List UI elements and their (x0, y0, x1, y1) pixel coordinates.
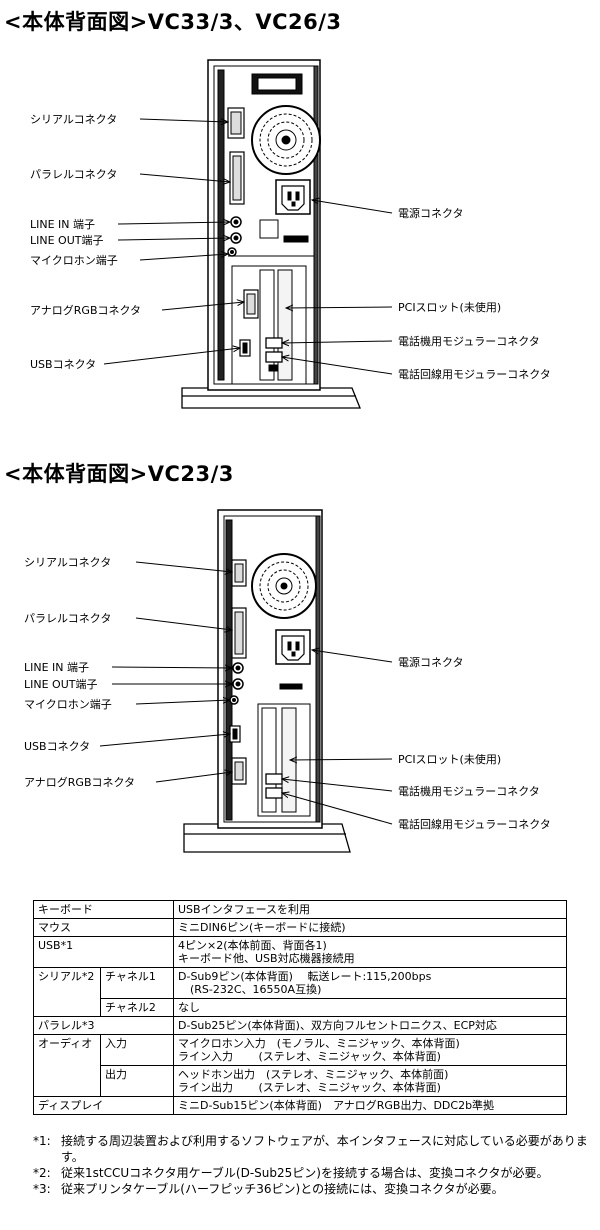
row-value-audio-in: マイクロホン入力 (モノラル、ミニジャック、本体背面) ライン入力 (ステレオ、… (173, 1034, 567, 1066)
leader-lines (99, 561, 393, 825)
table-row: チャネル2 なし (34, 998, 567, 1017)
rgb-port (243, 289, 259, 319)
footnote-text: 従来プリンタケーブル(ハーフピッチ36ピン)との接続には、変換コネクタが必要。 (61, 1182, 504, 1196)
subheader-audio-out: 出力 (100, 1065, 174, 1097)
row-header-serial: シリアル*2 (33, 967, 101, 1017)
pci-slot-area (231, 265, 307, 385)
row-value-channel1: D-Sub9ピン(本体背面) 転送レート:115,200bps (RS-232C… (173, 967, 567, 999)
label-serial: シリアルコネクタ (24, 556, 111, 569)
row-header-mouse: マウス (33, 918, 174, 937)
label-usb: USBコネクタ (24, 740, 90, 753)
subheader-channel2: チャネル2 (100, 998, 174, 1017)
audio-out-line1: ヘッドホン出力 (ステレオ、ミニジャック、本体前面) (178, 1068, 449, 1081)
serial-port (231, 559, 247, 587)
row-header-display: ディスプレイ (33, 1096, 174, 1115)
row-value-audio-out: ヘッドホン出力 (ステレオ、ミニジャック、本体前面) ライン出力 (ステレオ、ミ… (173, 1065, 567, 1097)
row-value-display: ミニD-Sub15ピン(本体背面) アナログRGB出力、DDC2b準拠 (173, 1096, 567, 1115)
footnote-text: 従来1stCCUコネクタ用ケーブル(D-Sub25ピン)を接続する場合は、変換コ… (61, 1166, 549, 1180)
subheader-channel1: チャネル1 (100, 967, 174, 999)
row-value-channel2: なし (173, 998, 567, 1017)
fan-grille (251, 105, 321, 175)
row-header-usb: USB*1 (33, 936, 174, 968)
row-header-audio: オーディオ (33, 1034, 101, 1097)
row-value-usb: 4ピン×2(本体前面、背面各1) キーボード他、USB対応機器接続用 (173, 936, 567, 968)
table-row: ディスプレイ ミニD-Sub15ピン(本体背面) アナログRGB出力、DDC2b… (33, 1096, 567, 1115)
label-line-in: LINE IN 端子 (24, 661, 89, 674)
label-pci: PCIスロット(未使用) (398, 301, 501, 314)
label-power: 電源コネクタ (398, 655, 464, 669)
serial-port (227, 107, 245, 139)
label-parallel: パラレルコネクタ (24, 612, 111, 625)
table-row: USB*1 4ピン×2(本体前面、背面各1) キーボード他、USB対応機器接続用 (33, 936, 567, 968)
audio-jacks (227, 216, 242, 257)
channel1-line1: D-Sub9ピン(本体背面) 転送レート:115,200bps (178, 970, 432, 983)
audio-out-line2: ライン出力 (ステレオ、ミニジャック、本体背面) (178, 1081, 441, 1094)
table-row: オーディオ 入力 マイクロホン入力 (モノラル、ミニジャック、本体背面) ライン… (33, 1034, 567, 1097)
channel1-line2: (RS-232C、16550A互換) (190, 983, 322, 996)
footnote-key: *3: (33, 1182, 51, 1196)
power-connector (275, 629, 311, 690)
footnotes: *1: 接続する周辺装置および利用するソフトウェアが、本インタフェースに対応して… (33, 1133, 593, 1197)
subheader-audio-in: 入力 (100, 1034, 174, 1066)
audio-in-line1: マイクロホン入力 (モノラル、ミニジャック、本体背面) (178, 1037, 460, 1050)
figure1-diagram: シリアルコネクタ パラレルコネクタ LINE IN 端子 LINE OUT端子 … (30, 59, 551, 409)
audio-jacks (229, 662, 244, 705)
footnote: *1: 接続する周辺装置および利用するソフトウェアが、本インタフェースに対応して… (33, 1133, 593, 1165)
interface-spec-table: キーボード USBインタフェースを利用 マウス ミニDIN6ピン(キーボードに接… (33, 900, 567, 1115)
footnote: *2: 従来1stCCUコネクタ用ケーブル(D-Sub25ピン)を接続する場合は… (33, 1165, 593, 1181)
figure1-title: <本体背面図>VC33/3、VC26/3 (4, 10, 342, 34)
usb-value-line2: キーボード他、USB対応機器接続用 (178, 952, 355, 965)
footnote-key: *1: (33, 1134, 51, 1148)
table-row: シリアル*2 チャネル1 D-Sub9ピン(本体背面) 転送レート:115,20… (33, 967, 567, 1017)
label-line: 電話回線用モジュラーコネクタ (398, 367, 551, 381)
label-power: 電源コネクタ (398, 206, 464, 220)
table-row: パラレル*3 D-Sub25ピン(本体背面)、双方向フルセントロニクス、ECP対… (33, 1016, 567, 1035)
label-phone: 電話機用モジュラーコネクタ (398, 784, 540, 798)
figure2-diagram: シリアルコネクタ パラレルコネクタ LINE IN 端子 LINE OUT端子 … (24, 509, 551, 853)
label-usb: USBコネクタ (30, 358, 96, 371)
rgb-port (231, 757, 247, 785)
leader-lines (103, 119, 393, 375)
usb-value-line1: 4ピン×2(本体前面、背面各1) (178, 939, 327, 952)
footnote: *3: 従来プリンタケーブル(ハーフピッチ36ピン)との接続には、変換コネクタが… (33, 1181, 593, 1197)
row-value-keyboard: USBインタフェースを利用 (173, 900, 567, 919)
stand (181, 387, 361, 409)
parallel-port (229, 151, 245, 205)
row-header-parallel: パラレル*3 (33, 1016, 174, 1035)
footnote-text: 接続する周辺装置および利用するソフトウェアが、本インタフェースに対応している必要… (61, 1134, 588, 1164)
label-line-out: LINE OUT端子 (30, 234, 103, 247)
table-row: マウス ミニDIN6ピン(キーボードに接続) (33, 918, 567, 937)
label-mic: マイクロホン端子 (30, 254, 118, 267)
row-value-mouse: ミニDIN6ピン(キーボードに接続) (173, 918, 567, 937)
usb-port (239, 339, 251, 357)
power-connector (259, 179, 311, 243)
label-pci: PCIスロット(未使用) (398, 753, 501, 766)
row-header-keyboard: キーボード (33, 900, 174, 919)
table-row: キーボード USBインタフェースを利用 (33, 900, 567, 919)
parallel-port (231, 607, 247, 659)
label-serial: シリアルコネクタ (30, 113, 117, 126)
row-value-parallel: D-Sub25ピン(本体背面)、双方向フルセントロニクス、ECP対応 (173, 1016, 567, 1035)
audio-in-line2: ライン入力 (ステレオ、ミニジャック、本体背面) (178, 1050, 441, 1063)
label-line: 電話回線用モジュラーコネクタ (398, 817, 551, 831)
label-rgb: アナログRGBコネクタ (30, 303, 141, 317)
label-line-out: LINE OUT端子 (24, 678, 97, 691)
footnote-key: *2: (33, 1166, 51, 1180)
fan-grille (251, 553, 317, 619)
usb-port (229, 725, 241, 743)
label-line-in: LINE IN 端子 (30, 218, 95, 231)
table-row: 出力 ヘッドホン出力 (ステレオ、ミニジャック、本体前面) ライン出力 (ステレ… (34, 1065, 567, 1097)
label-rgb: アナログRGBコネクタ (24, 775, 135, 789)
label-phone: 電話機用モジュラーコネクタ (398, 334, 540, 348)
label-mic: マイクロホン端子 (24, 698, 112, 711)
figure2-title: <本体背面図>VC23/3 (4, 462, 234, 486)
label-parallel: パラレルコネクタ (30, 168, 117, 181)
